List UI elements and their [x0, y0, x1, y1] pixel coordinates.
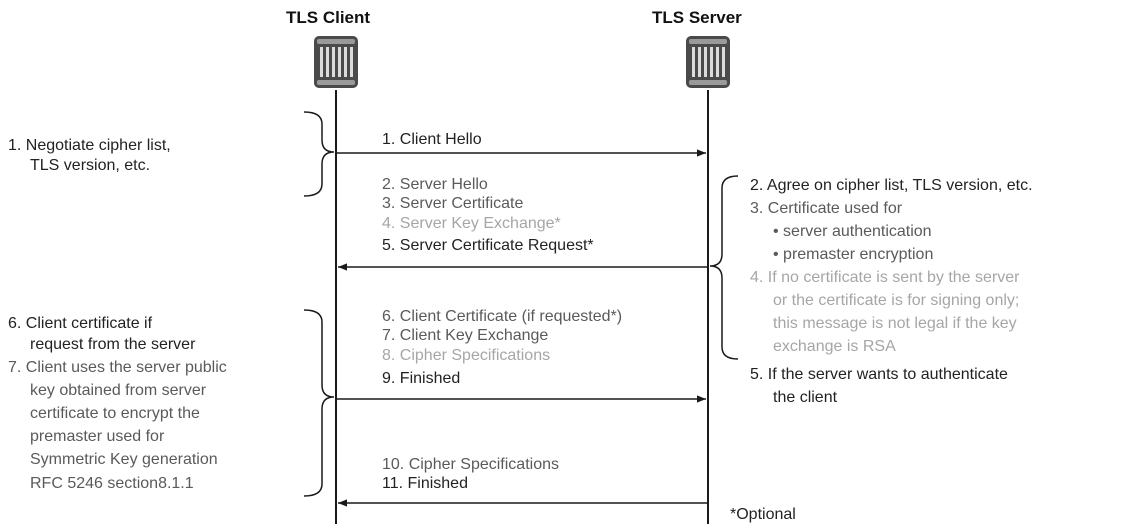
message-3-label: 3. Server Certificate [382, 195, 524, 212]
client-note-cert-line-1: 6. Client certificate if [8, 315, 153, 332]
client-note-negotiate-line-2: TLS version, etc. [30, 157, 151, 174]
server-note-no-cert-line-4: exchange is RSA [773, 338, 896, 355]
server-note-no-cert-line-2: or the certificate is for signing only; [773, 292, 1020, 309]
optional-footnote: *Optional [730, 506, 796, 523]
client-note-key-line-3: certificate to encrypt the [30, 405, 200, 422]
client-title: TLS Client [286, 8, 371, 27]
message-7-label: 7. Client Key Exchange [382, 327, 549, 344]
server-note-no-cert-line-1: 4. If no certificate is sent by the serv… [750, 269, 1020, 286]
server-note-cert-used-line-3: • premaster encryption [773, 246, 934, 263]
server-server-icon [686, 36, 730, 88]
brace-negotiate [303, 111, 335, 197]
server-title: TLS Server [652, 8, 742, 27]
message-2-label: 2. Server Hello [382, 176, 488, 193]
client-note-key-line-6: RFC 5246 section8.1.1 [30, 475, 194, 492]
brace-server-messages [709, 175, 739, 360]
server-note-agree: 2. Agree on cipher list, TLS version, et… [750, 177, 1033, 194]
message-4-label: 4. Server Key Exchange* [382, 215, 561, 232]
message-1-label: 1. Client Hello [382, 131, 482, 148]
server-note-no-cert-line-3: this message is not legal if the key [773, 315, 1017, 332]
server-note-cert-used-line-2: • server authentication [773, 223, 932, 240]
message-5-label: 5. Server Certificate Request* [382, 237, 594, 254]
server-note-authenticate-line-2: the client [773, 389, 838, 406]
message-11-label: 11. Finished [382, 475, 468, 492]
client-note-negotiate-line-1: 1. Negotiate cipher list, [8, 137, 171, 154]
client-server-icon [314, 36, 358, 88]
client-note-key-line-1: 7. Client uses the server public [8, 359, 227, 376]
client-note-cert-line-2: request from the server [30, 336, 196, 353]
server-note-cert-used-line-1: 3. Certificate used for [750, 200, 903, 217]
server-note-authenticate-line-1: 5. If the server wants to authenticate [750, 366, 1008, 383]
message-6-label: 6. Client Certificate (if requested*) [382, 308, 623, 325]
message-9-label: 9. Finished [382, 370, 461, 387]
brace-client-messages [303, 309, 335, 497]
client-note-key-line-2: key obtained from server [30, 382, 207, 399]
client-note-key-line-5: Symmetric Key generation [30, 451, 218, 468]
client-note-key-line-4: premaster used for [30, 428, 165, 445]
message-10-label: 10. Cipher Specifications [382, 456, 559, 473]
message-8-label: 8. Cipher Specifications [382, 347, 551, 364]
